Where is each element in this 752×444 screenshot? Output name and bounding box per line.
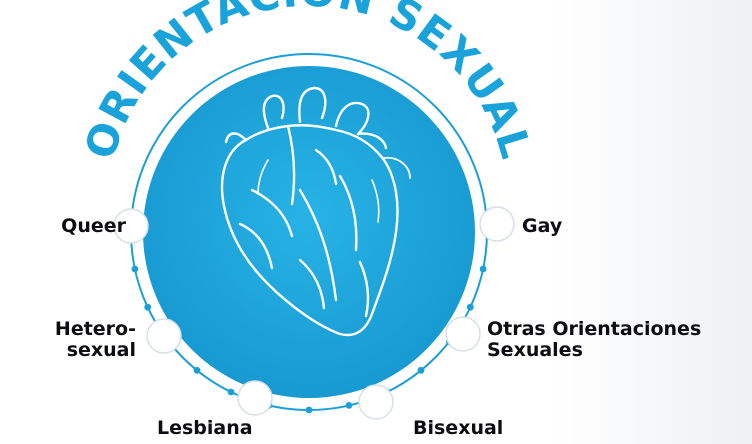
background-shade <box>552 0 752 444</box>
node-circle-heterosexual <box>146 318 182 354</box>
label-gay: Gay <box>522 215 563 237</box>
node-circles <box>113 206 515 420</box>
label-bisexual: Bisexual <box>413 417 504 439</box>
ring-dot <box>144 303 152 311</box>
node-circle-bisexual <box>358 384 394 420</box>
ring-dot <box>193 366 201 374</box>
ring-dot <box>466 303 474 311</box>
ring-dot <box>131 265 139 273</box>
label-queer: Queer <box>61 215 126 237</box>
ring-dot <box>227 388 235 396</box>
node-circle-gay <box>479 206 515 242</box>
label-heterosexual: Hetero- sexual <box>54 318 136 361</box>
ring-dot <box>479 265 487 273</box>
node-circle-queer <box>113 208 149 244</box>
node-circle-lesbiana <box>237 380 273 416</box>
ring-dot <box>417 366 425 374</box>
ring-dot <box>345 402 353 409</box>
node-circle-otras <box>445 316 481 352</box>
label-lesbiana: Lesbiana <box>157 417 253 439</box>
label-otras-orientaciones: Otras Orientaciones Sexuales <box>487 318 702 361</box>
main-circle <box>143 66 475 398</box>
heart-illustration <box>220 86 411 337</box>
ring-dot <box>305 406 313 414</box>
